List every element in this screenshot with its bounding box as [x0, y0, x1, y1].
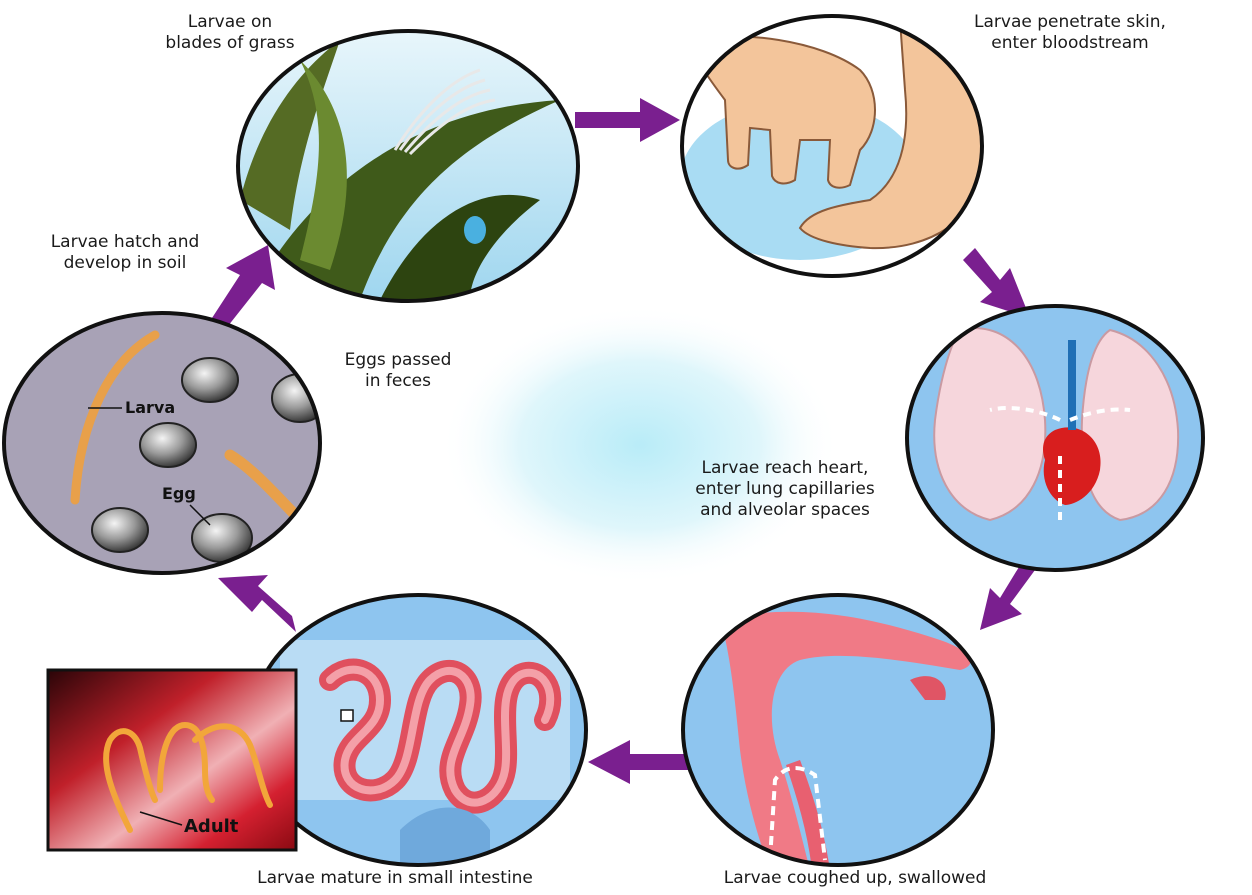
caption-intestine: Larvae mature in small intestine — [225, 868, 565, 889]
caption-cough: Larvae coughed up, swallowed — [690, 868, 1020, 889]
caption-eggs: Eggs passed in feces — [318, 350, 478, 392]
arrow-gut-to-soil — [218, 575, 296, 632]
arrow-skin-to-lung — [963, 248, 1030, 318]
adult-label: Adult — [184, 816, 238, 837]
soil-circle — [4, 313, 328, 573]
zoom-marker — [341, 710, 353, 721]
egg-4 — [92, 508, 148, 552]
gut-circle — [250, 595, 586, 880]
grass-circle — [238, 31, 578, 301]
caption-heart: Larvae reach heart, enter lung capillari… — [655, 458, 915, 521]
egg-1 — [182, 358, 238, 402]
lung-circle — [907, 306, 1203, 570]
larva-label: Larva — [125, 398, 175, 417]
arrow-lung-to-throat — [980, 562, 1035, 630]
caption-hatch: Larvae hatch and develop in soil — [20, 232, 230, 274]
arrow-grass-to-skin — [575, 98, 680, 142]
skin-circle — [680, 16, 992, 276]
caption-skin: Larvae penetrate skin, enter bloodstream — [930, 12, 1210, 54]
arrow-throat-to-gut — [588, 740, 690, 784]
throat-circle — [683, 595, 993, 870]
center-glow — [440, 305, 840, 585]
adult-inset — [48, 670, 296, 850]
caption-grass: Larvae on blades of grass — [130, 12, 330, 54]
water-drop — [464, 216, 486, 244]
egg-3 — [140, 423, 196, 467]
egg-label: Egg — [162, 484, 196, 503]
